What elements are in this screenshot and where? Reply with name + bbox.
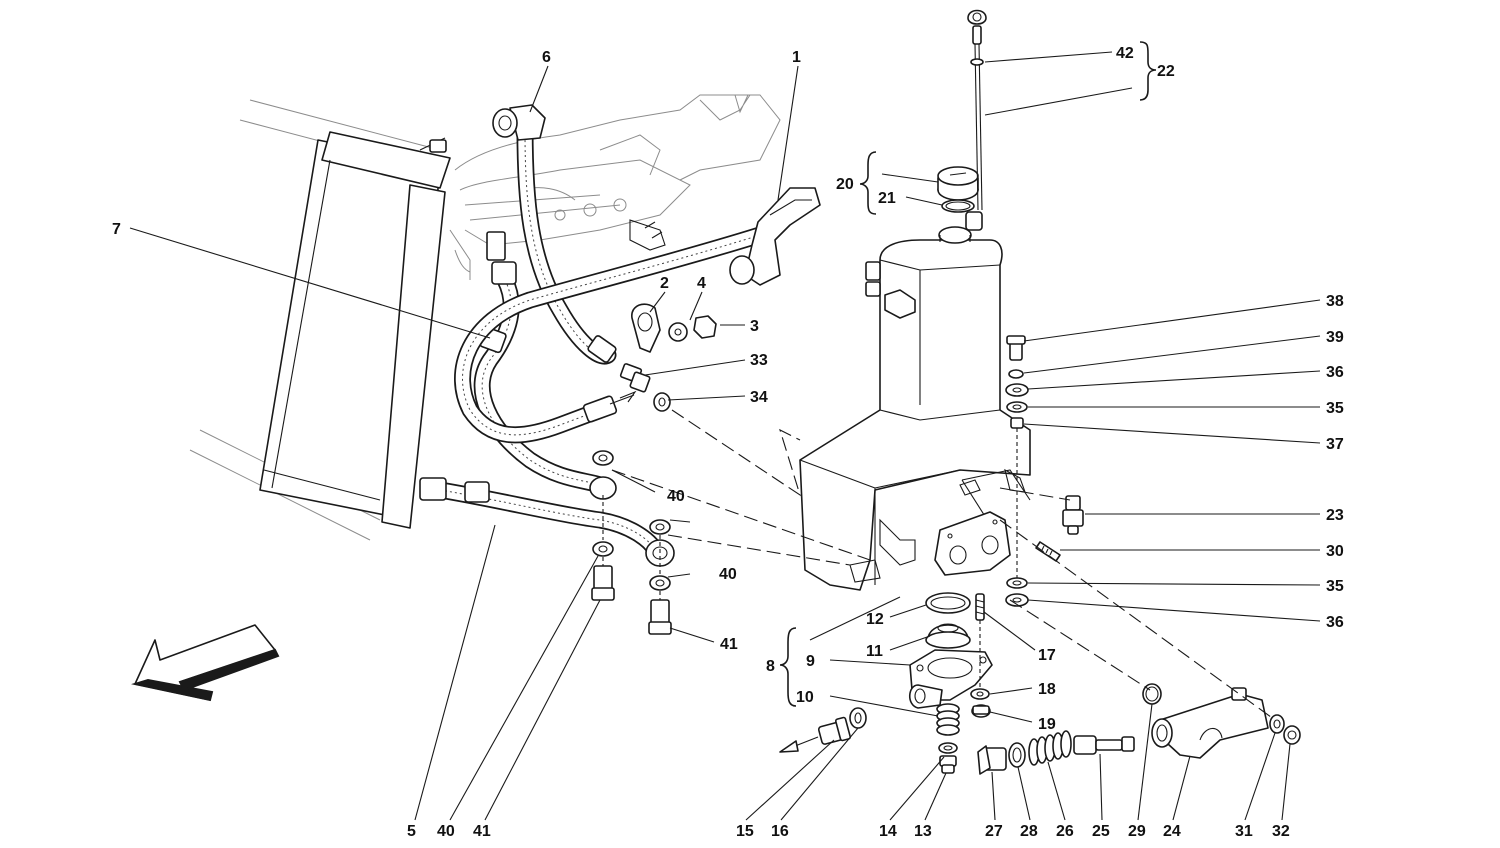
callout-23: 23 <box>1326 507 1344 524</box>
callout-14: 14 <box>879 823 897 840</box>
washer-4 <box>668 322 688 342</box>
valve-body-24 <box>1151 687 1269 759</box>
callout-labels: 1 6 7 2 4 3 33 34 40 40 41 5 40 41 42 22… <box>112 45 1344 840</box>
piston-25 <box>1073 735 1135 755</box>
union-33 <box>619 363 651 393</box>
radiator <box>189 99 451 541</box>
callout-16: 16 <box>771 823 789 840</box>
callout-32: 32 <box>1272 823 1290 840</box>
spring-10 <box>936 703 960 736</box>
callout-11: 11 <box>866 643 883 660</box>
braces <box>779 41 1157 707</box>
washers-40 <box>589 450 671 591</box>
banjo-bolts-41 <box>591 565 672 635</box>
seal-21 <box>941 199 975 213</box>
assembly-lines <box>609 390 1276 721</box>
clamp-2 <box>631 303 661 353</box>
callout-40-middle: 40 <box>719 566 737 583</box>
callout-6: 6 <box>542 49 551 66</box>
callout-24: 24 <box>1163 823 1181 840</box>
callout-10: 10 <box>796 689 814 706</box>
callout-37: 37 <box>1326 436 1344 453</box>
washer-14 <box>938 742 958 754</box>
callout-41-right: 41 <box>720 636 738 653</box>
callout-7: 7 <box>112 221 121 238</box>
callout-3: 3 <box>750 318 759 335</box>
callout-8: 8 <box>766 658 775 675</box>
callout-27: 27 <box>985 823 1003 840</box>
callout-38: 38 <box>1326 293 1344 310</box>
plug-13 <box>939 755 957 774</box>
hose-7 <box>473 231 609 494</box>
filler-cap-20 <box>937 166 979 201</box>
thermostat-11 <box>925 623 971 649</box>
callout-4: 4 <box>697 275 706 292</box>
dipstick-22 <box>967 9 987 211</box>
callout-30: 30 <box>1326 543 1344 560</box>
callout-40-upper: 40 <box>667 488 685 505</box>
callout-39: 39 <box>1326 329 1344 346</box>
callout-28: 28 <box>1020 823 1038 840</box>
callout-19: 19 <box>1038 716 1056 733</box>
washer-34 <box>653 392 671 412</box>
washer-31 <box>1269 714 1285 734</box>
callout-15: 15 <box>736 823 754 840</box>
callout-31: 31 <box>1235 823 1253 840</box>
callout-26: 26 <box>1056 823 1074 840</box>
callout-35-upper: 35 <box>1326 400 1344 417</box>
callout-2: 2 <box>660 275 669 292</box>
cap-nut-32 <box>1283 725 1301 745</box>
sender-23 <box>1062 495 1084 535</box>
callout-41-bottom: 41 <box>473 823 491 840</box>
stud-17 <box>975 593 985 688</box>
callout-13: 13 <box>914 823 932 840</box>
callout-17: 17 <box>1038 647 1056 664</box>
callout-40-bottom: 40 <box>437 823 455 840</box>
callout-12: 12 <box>866 611 884 628</box>
callout-1: 1 <box>792 49 801 66</box>
forward-direction-arrow-icon <box>131 624 280 702</box>
callout-20: 20 <box>836 176 854 193</box>
callout-21: 21 <box>878 190 896 207</box>
callout-29: 29 <box>1128 823 1146 840</box>
callout-35-lower: 35 <box>1326 578 1344 595</box>
spring-26 <box>1028 730 1072 766</box>
hose-5 <box>419 477 675 567</box>
washer-28 <box>1008 742 1026 768</box>
callout-25: 25 <box>1092 823 1110 840</box>
union-15 <box>779 716 852 753</box>
o-ring-12 <box>925 592 971 614</box>
nut-19 <box>971 704 991 718</box>
tank-mount-parts <box>1005 335 1029 607</box>
callout-22: 22 <box>1157 63 1175 80</box>
thermostat-housing-9 <box>908 649 993 709</box>
nut-3 <box>693 315 717 339</box>
hose-1 <box>454 187 821 444</box>
callout-33: 33 <box>750 352 768 369</box>
callout-9: 9 <box>806 653 815 670</box>
stud-30 <box>1035 541 1061 562</box>
callout-18: 18 <box>1038 681 1056 698</box>
washer-16 <box>849 707 867 729</box>
callout-36-lower: 36 <box>1326 614 1344 631</box>
plug-27 <box>977 745 1007 775</box>
callout-36-upper: 36 <box>1326 364 1344 381</box>
leader-lines <box>129 51 1321 821</box>
callout-42: 42 <box>1116 45 1134 62</box>
oil-tank <box>799 211 1031 591</box>
callout-5: 5 <box>407 823 416 840</box>
washer-18 <box>970 688 990 700</box>
callout-34: 34 <box>750 389 768 406</box>
